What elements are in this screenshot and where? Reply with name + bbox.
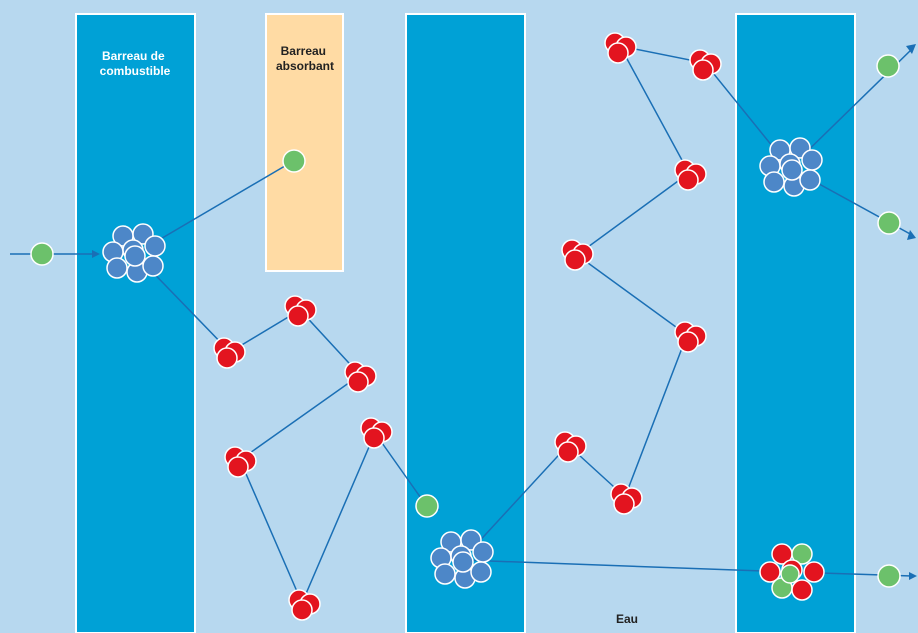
fission-fragment-icon	[689, 49, 722, 81]
neutron-icon	[282, 149, 306, 173]
fission-fragment-icon	[604, 32, 637, 64]
neutron-icon	[877, 564, 901, 588]
fission-fragments	[213, 32, 722, 621]
uranium-nucleus-2	[430, 529, 494, 589]
fission-fragment-icon	[360, 417, 393, 449]
fuel-rod-1	[75, 13, 196, 633]
neutron-icon	[415, 494, 439, 518]
fission-fragment-icon	[284, 295, 317, 327]
absorber-rod	[265, 13, 344, 272]
fission-fragment-icon	[554, 431, 587, 463]
fission-fragment-icon	[674, 159, 707, 191]
fission-fragment-icon	[213, 337, 246, 369]
fission-fragment-icon	[610, 483, 643, 515]
water-label: Eau	[616, 612, 638, 626]
fuel-rod-3	[735, 13, 856, 633]
neutrons	[30, 54, 901, 588]
absorber-rod-label: Barreau absorbant	[276, 44, 334, 73]
neutron-icon	[876, 54, 900, 78]
fuel-rod-label: Barreau de combustible	[100, 49, 171, 78]
neutron-icon	[30, 242, 54, 266]
uranium-nucleus-3	[759, 137, 823, 197]
fuel-rod-2	[405, 13, 526, 633]
neutron-icon	[877, 211, 901, 235]
uranium-nucleus-1	[102, 223, 166, 283]
fission-fragment-icon	[344, 361, 377, 393]
mixed-nucleus	[759, 543, 825, 601]
fission-fragment-icon	[288, 589, 321, 621]
fission-fragment-icon	[561, 239, 594, 271]
fission-fragment-icon	[224, 446, 257, 478]
fission-fragment-icon	[674, 321, 707, 353]
